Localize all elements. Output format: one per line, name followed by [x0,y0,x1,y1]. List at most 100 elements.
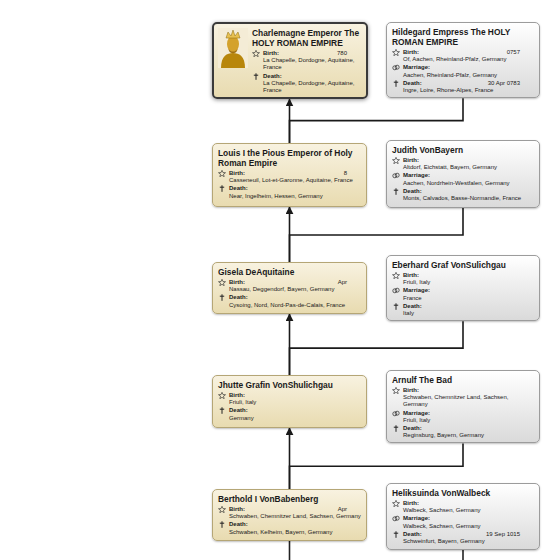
event-place: Italy [392,310,534,317]
marriage-rings-icon [392,410,400,417]
person-name: Eberhard Graf VonSulichgau [392,260,534,270]
event-date: 780 [337,50,347,57]
person-box: Hildegard Empress The HOLY ROMAN EMPIREB… [386,22,540,98]
event-place: La Chapelle, Dordogne, Aquitaine, France [252,57,361,71]
event-place: Walbeck, Sachsen, Germany [392,523,534,530]
event-place: Ingre, Loire, Rhone-Alpes, France [392,87,534,94]
person-name: Charlemagne Emperor The HOLY ROMAN EMPIR… [252,28,361,48]
event-label: Birth: [403,157,419,163]
event-row: Birth: Apr [218,506,361,513]
death-cross-icon [392,80,400,87]
event-label: Death: [403,303,422,309]
event-place: Schweinfurt, Bayern, Germany [392,538,534,545]
event-label: Marriage: [403,287,430,293]
birth-star-icon [392,387,400,394]
person-name: Berthold I VonBabenberg [218,494,361,504]
event-row: Death: [392,188,534,195]
event-label: Birth: [229,506,245,512]
event-row: Marriage: [392,287,534,294]
connector [290,98,464,143]
birth-star-icon [218,279,226,286]
person-name: Judith VonBayern [392,145,534,155]
event-label: Death: [229,294,248,300]
death-cross-icon [392,425,400,432]
event-row: Death: [392,303,534,310]
event-place: Walbeck, Sachsen, Germany [392,507,534,514]
person-box: Charlemagne Emperor The HOLY ROMAN EMPIR… [212,22,368,99]
birth-star-icon [218,170,226,177]
event-place: Reginsburg, Bayern, Germany [392,432,534,439]
event-label: Marriage: [403,410,430,416]
person-box: Eberhard Graf VonSulichgauBirth:Friuli, … [386,255,540,321]
marriage-rings-icon [392,287,400,294]
birth-star-icon [252,50,260,57]
event-row: Birth:0757 [392,49,534,56]
person-name: Arnulf The Bad [392,375,534,385]
person-box: Gisela DeAquitaineBirth:AprNassau, Degge… [212,262,367,314]
birth-star-icon [218,392,226,399]
person-box: Jhutte Grafin VonShulichgauBirth:Friuli,… [212,375,367,428]
event-label: Death: [403,80,422,86]
event-label: Birth: [263,50,279,56]
event-row: Death: [218,294,361,301]
event-place: Friuli, Italy [392,279,534,286]
event-place: Cysoing, Nord, Nord-Pas-de-Calais, Franc… [218,302,361,309]
person-box: Louis I the Pious Emperor of Holy Roman … [212,143,367,207]
event-place: Of, Aachen, Rheinland-Pfalz, Germany [392,56,534,63]
death-cross-icon [218,407,226,414]
event-label: Marriage: [403,515,430,521]
event-place: La Chapelle, Dordogne, Aquitaine, France [252,80,361,94]
person-name: Gisela DeAquitaine [218,267,361,277]
event-date: 30 Apr 0783 [488,80,520,87]
connector [290,321,464,375]
marriage-rings-icon [392,515,400,522]
event-row: Death: [218,521,361,528]
event-place: Monts, Calvados, Basse-Normandie, France [392,195,534,202]
death-cross-icon [392,303,400,310]
event-row: Birth: [392,500,534,507]
event-row: Marriage: [392,515,534,522]
event-row: Birth: [392,272,534,279]
event-place: Casseneuil, Lot-et-Garonne, Aquitaine, F… [218,177,361,184]
event-label: Death: [229,521,248,527]
continuation-line [289,541,291,560]
event-place: Friuli, Italy [392,417,534,424]
event-label: Death: [229,407,248,413]
event-place: Friuli, Italy [218,399,361,406]
death-cross-icon [218,185,226,192]
person-box: Arnulf The BadBirth:Schwaben, Chemnitzer… [386,370,540,443]
event-label: Birth: [229,392,245,398]
birth-star-icon [392,500,400,507]
event-label: Death: [403,188,422,194]
event-label: Marriage: [403,172,430,178]
event-place: Aachen, Nordrhein-Westfalen, Germany [392,180,534,187]
event-date: 8 [344,170,347,177]
event-date: Apr [338,506,347,513]
event-row: Birth: 780 [252,50,361,57]
event-date: 19 Sep 1015 [486,531,520,538]
portrait-image [218,28,248,68]
death-cross-icon [218,521,226,528]
event-place: Germany [218,415,361,422]
event-row: Death: [392,425,534,432]
birth-star-icon [218,506,226,513]
event-place: Schwaben, Chemnitzer Land, Sachsen, Germ… [392,394,534,408]
event-place: Near, Ingelheim, Hessen, Germany [218,193,361,200]
event-row: Death: [252,73,361,80]
event-row: Marriage: [392,410,534,417]
continuation-line [462,550,464,560]
person-name: Louis I the Pious Emperor of Holy Roman … [218,148,361,168]
event-place: Schwaben, Chemnitzer Land, Sachsen, Germ… [218,513,361,520]
event-label: Death: [403,425,422,431]
birth-star-icon [392,49,400,56]
event-place: France [392,295,534,302]
event-label: Birth: [229,279,245,285]
event-row: Birth: [392,387,534,394]
event-row: Marriage: [392,64,534,71]
event-label: Death: [229,185,248,191]
event-row: Birth: [392,157,534,164]
event-row: Death: [218,407,361,414]
event-place: Aachen, Rheinland-Pfalz, Germany [392,72,534,79]
person-name: Heliksuinda VonWalbeck [392,488,534,498]
event-place: Nassau, Deggendorf, Bayern, Germany [218,286,361,293]
